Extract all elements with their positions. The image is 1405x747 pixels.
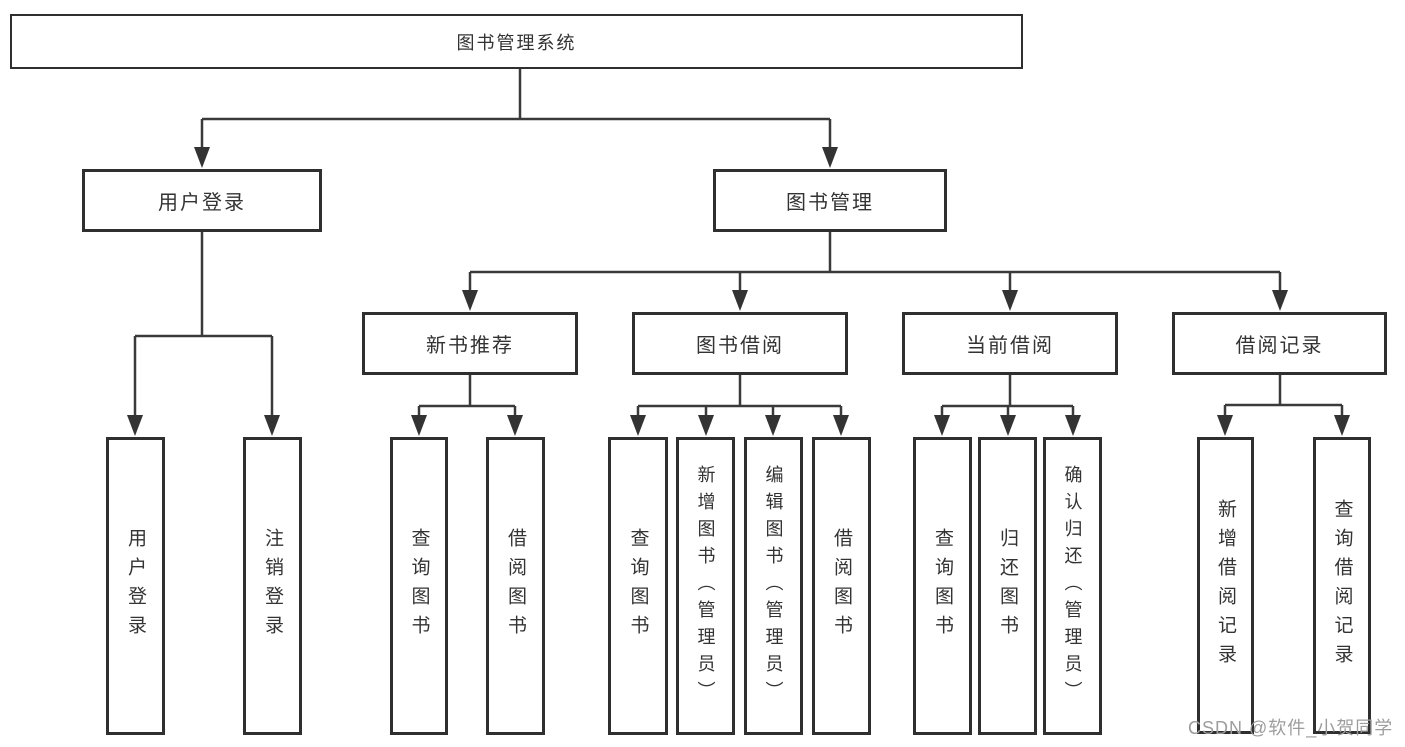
node-borrow-record: 借阅记录 (1172, 312, 1387, 375)
leaf-confirm-return-admin: 确认归还（管理员） (1043, 437, 1102, 735)
leaf-query-borrow-record: 查询借阅记录 (1313, 437, 1371, 734)
csdn-watermark: CSDN @软件_小贺同学 (1188, 718, 1394, 738)
node-book-borrow: 图书借阅 (632, 312, 848, 375)
leaf-add-book-admin: 新增图书（管理员） (676, 437, 735, 735)
node-user-login: 用户登录 (82, 169, 322, 232)
node-book-management: 图书管理 (713, 169, 947, 232)
arrowheads (127, 147, 1350, 436)
node-new-book-recommend: 新书推荐 (362, 312, 578, 375)
leaf-add-borrow-record: 新增借阅记录 (1197, 437, 1254, 734)
leaf-query-book-borrow: 查询图书 (608, 437, 668, 735)
leaf-user-login: 用户登录 (106, 437, 165, 735)
leaf-logout: 注销登录 (243, 437, 302, 735)
leaf-return-book: 归还图书 (978, 437, 1037, 735)
node-current-borrow: 当前借阅 (902, 312, 1118, 375)
leaf-edit-book-admin: 编辑图书（管理员） (744, 437, 803, 735)
leaf-query-book-recommend: 查询图书 (390, 437, 448, 735)
leaf-query-book-current: 查询图书 (913, 437, 972, 735)
leaf-borrow-book: 借阅图书 (812, 437, 871, 735)
connector-path (133, 69, 1344, 418)
node-root-system: 图书管理系统 (10, 14, 1023, 69)
leaf-borrow-book-recommend: 借阅图书 (486, 437, 545, 735)
